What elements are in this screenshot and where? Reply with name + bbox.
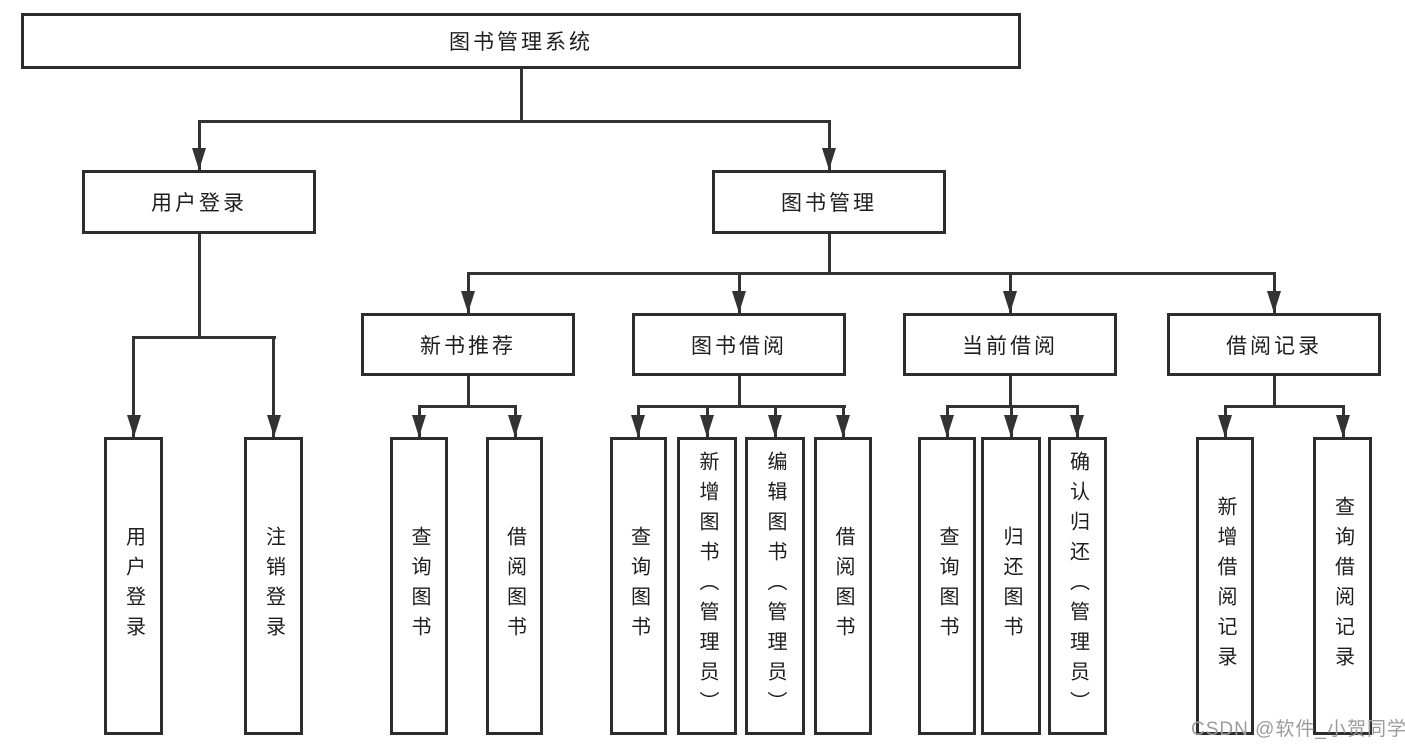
connector-line xyxy=(828,120,831,170)
node-new-book-recommend: 新书推荐 xyxy=(361,313,575,376)
connector-arrowhead xyxy=(822,148,836,170)
watermark: CSDN @软件_小贺同学 xyxy=(1191,719,1405,740)
connector-arrowhead xyxy=(732,291,746,313)
leaf-recommend-borrow-book: 借阅图书 xyxy=(486,437,543,735)
connector-line xyxy=(1273,376,1276,407)
connector-arrowhead xyxy=(267,415,281,437)
leaf-records-add-record-label: 新增借阅记录 xyxy=(1214,496,1236,676)
connector-line xyxy=(132,336,276,339)
connector-line xyxy=(828,234,831,272)
connector-arrowhead xyxy=(1004,415,1018,437)
node-library-system: 图书管理系统 xyxy=(21,13,1021,69)
connector-arrowhead xyxy=(461,291,475,313)
connector-line xyxy=(198,120,201,170)
connector-arrowhead xyxy=(1003,291,1017,313)
connector-line xyxy=(467,272,1275,275)
leaf-borrow-edit-book: 编辑图书（管理员） xyxy=(745,437,805,735)
leaf-current-confirm-return: 确认归还（管理员） xyxy=(1048,437,1107,735)
connector-arrowhead xyxy=(1267,291,1281,313)
leaf-records-query-record-label: 查询借阅记录 xyxy=(1331,496,1354,676)
leaf-user-login: 用户登录 xyxy=(104,437,163,735)
connector-line xyxy=(738,376,741,407)
connector-arrowhead xyxy=(508,415,522,437)
node-library-system-label: 图书管理系统 xyxy=(449,31,593,54)
node-book-borrow-label: 图书借阅 xyxy=(691,334,787,358)
leaf-recommend-query-book: 查询图书 xyxy=(390,437,448,735)
connector-arrowhead xyxy=(1218,415,1232,437)
node-borrow-records: 借阅记录 xyxy=(1167,313,1381,376)
leaf-borrow-borrow-book-label: 借阅图书 xyxy=(832,526,854,646)
leaf-logout: 注销登录 xyxy=(244,437,303,735)
connector-line xyxy=(198,234,201,336)
connector-arrowhead xyxy=(836,415,850,437)
connector-line xyxy=(520,69,523,120)
node-book-borrow: 图书借阅 xyxy=(632,313,846,376)
leaf-user-login-label: 用户登录 xyxy=(122,526,145,646)
leaf-current-query-book-label: 查询图书 xyxy=(936,526,958,646)
connector-line xyxy=(467,376,470,407)
connector-arrowhead xyxy=(192,148,206,170)
connector-line xyxy=(272,336,275,437)
leaf-borrow-add-book-label: 新增图书（管理员） xyxy=(696,451,718,721)
connector-line xyxy=(418,405,517,408)
leaf-current-confirm-return-label: 确认归还（管理员） xyxy=(1066,451,1089,721)
node-current-borrow: 当前借阅 xyxy=(903,313,1117,376)
connector-arrowhead xyxy=(940,415,954,437)
connector-line xyxy=(132,336,135,437)
node-user-login-label: 用户登录 xyxy=(151,192,247,215)
leaf-recommend-query-book-label: 查询图书 xyxy=(408,526,430,646)
connector-arrowhead xyxy=(1336,415,1350,437)
leaf-records-add-record: 新增借阅记录 xyxy=(1196,437,1254,735)
leaf-borrow-borrow-book: 借阅图书 xyxy=(814,437,872,735)
connector-line xyxy=(637,405,846,408)
connector-arrowhead xyxy=(700,415,714,437)
leaf-logout-label: 注销登录 xyxy=(262,526,285,646)
node-new-book-recommend-label: 新书推荐 xyxy=(420,334,516,358)
leaf-records-query-record: 查询借阅记录 xyxy=(1313,437,1372,735)
connector-arrowhead xyxy=(127,415,141,437)
node-borrow-records-label: 借阅记录 xyxy=(1226,334,1322,358)
node-book-management-label: 图书管理 xyxy=(781,192,877,215)
node-current-borrow-label: 当前借阅 xyxy=(962,334,1058,358)
leaf-recommend-borrow-book-label: 借阅图书 xyxy=(503,526,526,646)
leaf-current-return-book: 归还图书 xyxy=(981,437,1041,735)
leaf-current-query-book: 查询图书 xyxy=(918,437,976,735)
leaf-borrow-edit-book-label: 编辑图书（管理员） xyxy=(764,451,786,721)
connector-line xyxy=(198,120,831,123)
leaf-borrow-add-book: 新增图书（管理员） xyxy=(677,437,737,735)
leaf-current-return-book-label: 归还图书 xyxy=(1000,526,1022,646)
node-book-management: 图书管理 xyxy=(712,170,946,234)
leaf-borrow-query-book-label: 查询图书 xyxy=(627,526,650,646)
connector-line xyxy=(1224,405,1345,408)
connector-line xyxy=(1009,376,1012,407)
connector-arrowhead xyxy=(768,415,782,437)
leaf-borrow-query-book: 查询图书 xyxy=(610,437,667,735)
connector-arrowhead xyxy=(1070,415,1084,437)
node-user-login: 用户登录 xyxy=(82,170,316,234)
connector-arrowhead xyxy=(631,415,645,437)
connector-arrowhead xyxy=(412,415,426,437)
